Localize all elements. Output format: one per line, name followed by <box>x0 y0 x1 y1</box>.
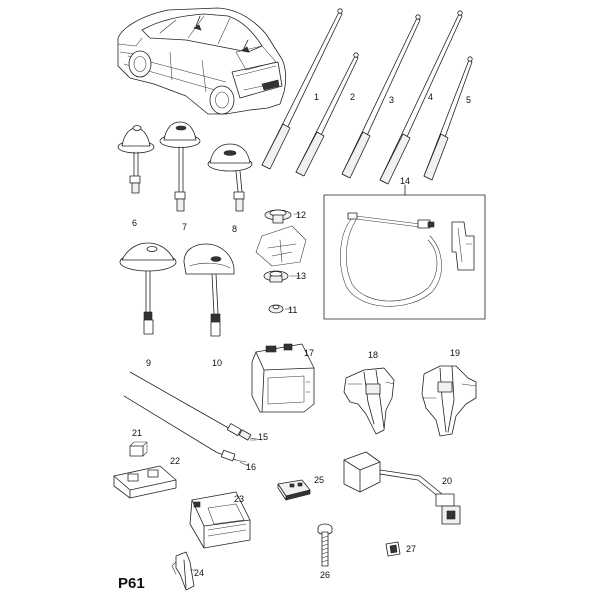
antenna-cable-14 <box>340 212 475 307</box>
callout-3: 3 <box>389 95 394 105</box>
callout-25: 25 <box>314 475 324 485</box>
cable-15 <box>129 371 263 441</box>
cable-kit-frame <box>323 184 486 320</box>
antenna-20 <box>343 451 461 525</box>
callout-23: 23 <box>234 494 244 504</box>
callout-27: 27 <box>406 544 416 554</box>
callout-11: 11 <box>288 305 297 315</box>
callout-7: 7 <box>182 222 187 232</box>
callout-10: 10 <box>212 358 222 368</box>
antenna-rod-3 <box>341 14 421 179</box>
callout-14: 14 <box>400 176 410 186</box>
callout-6: 6 <box>132 218 137 228</box>
roof-antenna-base-10 <box>183 243 235 337</box>
grommet-11 <box>268 304 284 314</box>
antenna-module-17 <box>251 343 315 413</box>
roof-antenna-base-8 <box>207 143 253 212</box>
callout-8: 8 <box>232 224 237 234</box>
control-unit-23 <box>189 491 251 549</box>
callout-15: 15 <box>258 432 268 442</box>
callout-4: 4 <box>428 92 433 102</box>
connector-24 <box>171 551 197 591</box>
car-illustration <box>117 7 287 115</box>
antenna-rod-5 <box>423 56 473 181</box>
callout-13: 13 <box>296 271 306 281</box>
nut-13 <box>263 270 289 283</box>
antenna-rod-1 <box>261 8 343 170</box>
roof-antenna-base-7 <box>159 121 201 212</box>
callout-2: 2 <box>350 92 355 102</box>
bolt-26 <box>317 523 333 567</box>
leader-lines <box>239 213 301 467</box>
roof-antenna-base-9 <box>119 242 177 335</box>
callout-19: 19 <box>450 348 460 358</box>
bracket-19 <box>421 365 477 437</box>
module-25 <box>277 479 311 501</box>
callout-20: 20 <box>442 476 452 486</box>
callout-22: 22 <box>170 456 180 466</box>
drilling-template <box>255 225 307 267</box>
seal-ring-12 <box>264 209 292 224</box>
cable-16 <box>123 395 247 463</box>
callout-18: 18 <box>368 350 378 360</box>
callout-26: 26 <box>320 570 330 580</box>
callout-5: 5 <box>466 95 471 105</box>
page-code: P61 <box>118 575 145 592</box>
callout-12: 12 <box>296 210 306 220</box>
callout-17: 17 <box>304 348 314 358</box>
callout-9: 9 <box>146 358 151 368</box>
antenna-rod-4 <box>379 10 463 185</box>
callout-24: 24 <box>194 568 204 578</box>
roof-antenna-base-6 <box>117 125 155 194</box>
callout-21: 21 <box>132 428 142 438</box>
bracket-18 <box>343 367 395 435</box>
callout-labels: 1 2 3 4 5 6 7 8 9 10 11 12 13 14 15 16 1… <box>118 92 471 592</box>
holder-22 <box>113 465 177 499</box>
clip-27 <box>385 541 401 557</box>
antenna-rod-2 <box>295 52 359 177</box>
callout-16: 16 <box>246 462 256 472</box>
callout-1: 1 <box>314 92 319 102</box>
clip-21 <box>129 441 148 457</box>
